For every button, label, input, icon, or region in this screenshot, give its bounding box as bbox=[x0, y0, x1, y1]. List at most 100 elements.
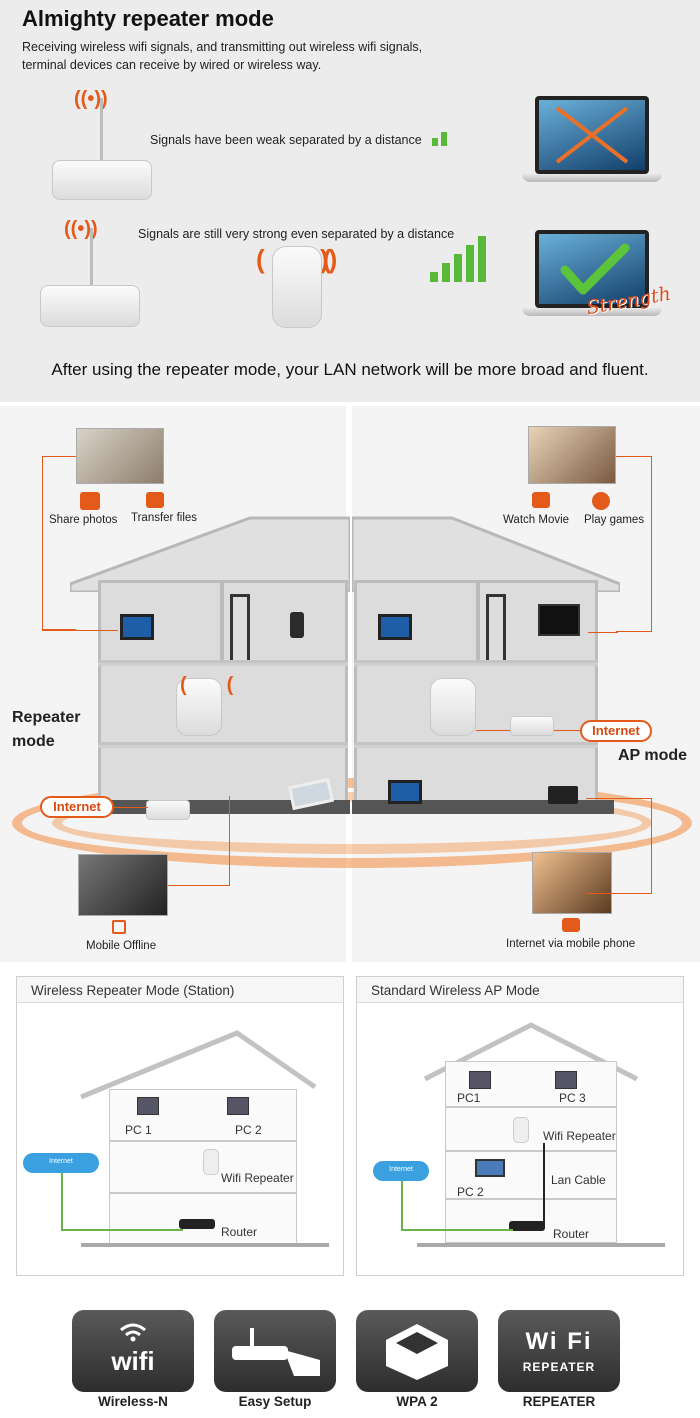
feature-label: REPEATER bbox=[522, 1394, 596, 1409]
strong-signal-text: Signals are still very strong even separ… bbox=[138, 227, 455, 241]
tablet-outline-icon bbox=[112, 920, 126, 934]
router-icon bbox=[146, 800, 190, 820]
watch-movie-label: Watch Movie bbox=[503, 514, 570, 526]
cable-line bbox=[401, 1181, 513, 1231]
router-antenna bbox=[100, 98, 103, 168]
wifi-repeater-icon: Wi Fi bbox=[525, 1328, 593, 1355]
router-icon bbox=[510, 716, 554, 736]
wifi-repeater-device bbox=[203, 1149, 219, 1175]
laptop-icon bbox=[548, 786, 578, 804]
wifi-icon-text: wifi bbox=[111, 1346, 155, 1376]
house-wall bbox=[220, 580, 224, 660]
play-games-label: Play games bbox=[584, 514, 645, 526]
house-roof-outline bbox=[80, 1030, 317, 1099]
feature-label: WPA 2 bbox=[396, 1394, 438, 1409]
laptop-base bbox=[522, 308, 662, 316]
internet-badge: Internet bbox=[40, 796, 114, 818]
pc-icon bbox=[137, 1097, 159, 1115]
house-roof bbox=[352, 516, 620, 592]
wifi-repeater-feature: Wi Fi REPEATER bbox=[498, 1310, 620, 1392]
cable-line bbox=[61, 1173, 183, 1231]
ground-line bbox=[417, 1243, 665, 1247]
repeater-mode-banner: Almighty repeater mode Receiving wireles… bbox=[0, 0, 700, 402]
diagram-title: Standard Wireless AP Mode bbox=[371, 983, 540, 998]
router-icon bbox=[40, 285, 140, 327]
internet-mobile-label: Internet via mobile phone bbox=[506, 938, 636, 950]
wifi-icon bbox=[120, 1323, 146, 1342]
mobile-internet-image bbox=[532, 852, 612, 914]
signal-waves-icon: ((•)) bbox=[74, 88, 108, 110]
house-floor bbox=[354, 742, 598, 748]
pc-icon bbox=[469, 1071, 491, 1089]
wifi-repeater-device bbox=[272, 246, 322, 328]
pc-icon bbox=[388, 780, 422, 804]
pc-icon bbox=[555, 1071, 577, 1089]
file-transfer-icon bbox=[146, 492, 164, 508]
phone-icon bbox=[290, 612, 304, 638]
signal-waves-icon: )) bbox=[320, 244, 338, 274]
house-floor bbox=[445, 1151, 617, 1199]
router-label: Router bbox=[553, 1227, 590, 1241]
house-roof bbox=[70, 516, 350, 592]
connector-line bbox=[476, 730, 510, 731]
laptop-no-signal bbox=[535, 96, 649, 174]
cross-icon bbox=[555, 106, 629, 164]
setup-icon bbox=[232, 1328, 320, 1376]
router-label: Router bbox=[221, 1225, 258, 1239]
internet-badge: Internet bbox=[580, 720, 652, 742]
summary-text: After using the repeater mode, your LAN … bbox=[51, 360, 649, 379]
house-floor bbox=[445, 1107, 617, 1151]
pc-icon bbox=[227, 1097, 249, 1115]
signal-ring bbox=[52, 792, 652, 854]
pc3-label: PC 3 bbox=[559, 1091, 586, 1105]
connector-line bbox=[588, 632, 618, 633]
router-icon bbox=[509, 1221, 545, 1231]
mail-icon bbox=[562, 918, 580, 932]
weak-signal-text: Signals have been weak separated by a di… bbox=[150, 133, 422, 147]
weak-signal-bars-icon bbox=[432, 132, 447, 146]
signal-ring bbox=[12, 778, 692, 868]
mobile-offline-label: Mobile Offline bbox=[86, 940, 157, 952]
feature-label: Wireless-N bbox=[98, 1394, 168, 1409]
transfer-files-label: Transfer files bbox=[131, 512, 198, 524]
connector-line bbox=[616, 456, 652, 632]
house-floor bbox=[354, 660, 598, 666]
game-icon bbox=[592, 492, 610, 510]
wireless-n-feature: wifi bbox=[72, 1310, 194, 1392]
wifi-repeater-device bbox=[430, 678, 476, 736]
diagram-header bbox=[17, 977, 343, 1003]
wpa2-feature bbox=[356, 1310, 478, 1392]
pc2-label: PC 2 bbox=[457, 1185, 484, 1199]
connector-line bbox=[586, 798, 652, 894]
strong-signal-bars-icon bbox=[430, 236, 486, 282]
pc2-label: PC 2 bbox=[235, 1123, 262, 1137]
usage-scenarios: (( Repeater mode Internet Share photos T… bbox=[0, 402, 700, 962]
laptop-strong-signal bbox=[535, 230, 649, 308]
diagram-header bbox=[357, 977, 683, 1003]
diagram-title: Wireless Repeater Mode (Station) bbox=[31, 983, 235, 998]
watch-movie-image bbox=[528, 426, 616, 484]
house-wall bbox=[476, 580, 480, 660]
share-photos-label: Share photos bbox=[49, 514, 118, 526]
mobile-offline-image bbox=[78, 854, 168, 916]
repeater-label: Wifi Repeater bbox=[221, 1171, 294, 1185]
wifi-repeater-device bbox=[513, 1117, 529, 1143]
signal-waves-icon: (( bbox=[180, 674, 274, 696]
pc1-label: PC1 bbox=[457, 1091, 481, 1105]
ap-mode-diagram: Standard Wireless AP Mode PC1 PC 3 Wifi … bbox=[356, 976, 684, 1276]
section-title: Almighty repeater mode bbox=[22, 6, 274, 31]
pc1-label: PC 1 bbox=[125, 1123, 152, 1137]
house-floor bbox=[98, 742, 348, 748]
repeater-station-diagram: Wireless Repeater Mode (Station) PC 1 PC… bbox=[16, 976, 344, 1276]
house-floor bbox=[98, 660, 348, 666]
connector-line bbox=[168, 796, 230, 886]
connector-line bbox=[114, 807, 148, 808]
lan-cable-label: Lan Cable bbox=[551, 1173, 606, 1187]
connector-line bbox=[42, 456, 76, 630]
router-icon bbox=[179, 1219, 215, 1229]
laptop-base bbox=[522, 174, 662, 182]
ground-line bbox=[81, 1243, 329, 1247]
router-antenna bbox=[90, 228, 93, 292]
security-box-icon bbox=[386, 1324, 448, 1380]
tv-icon bbox=[538, 604, 580, 636]
